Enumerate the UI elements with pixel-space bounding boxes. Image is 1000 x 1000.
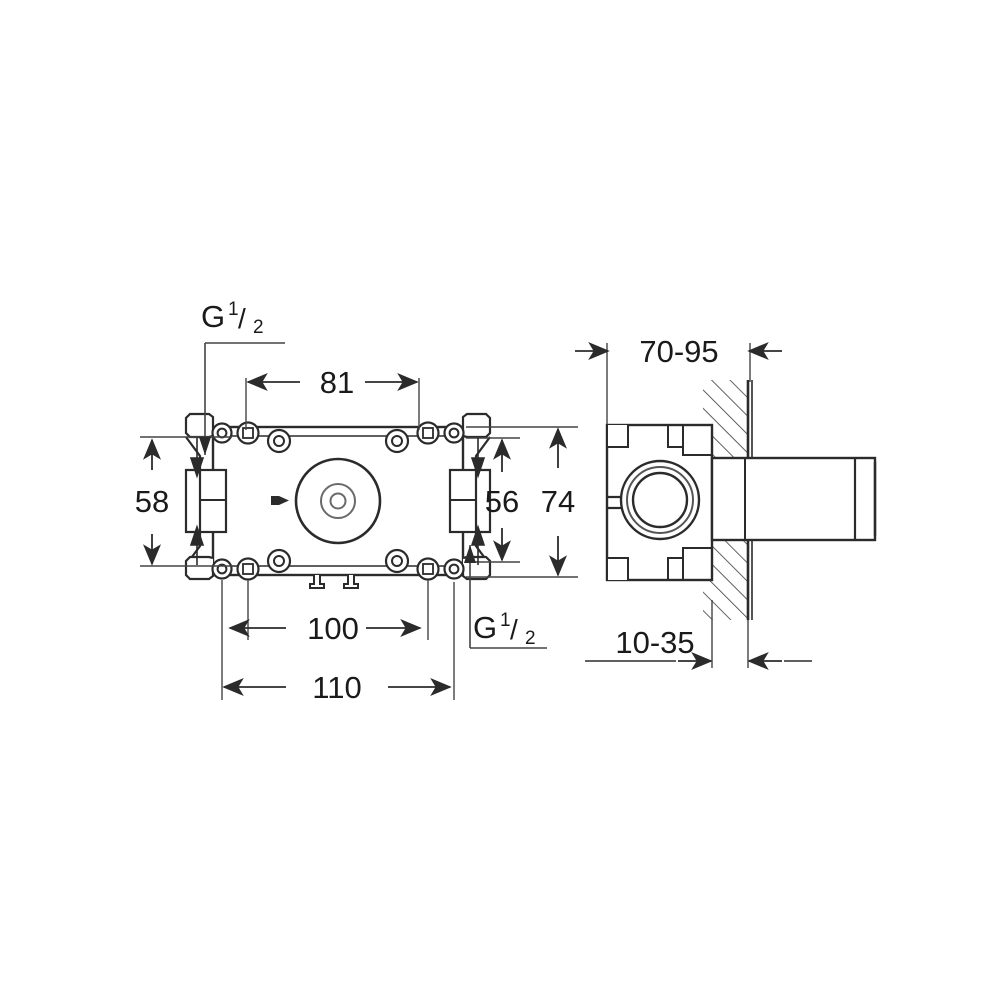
fastener-boss bbox=[236, 421, 260, 445]
thread-top-arrow bbox=[199, 437, 211, 455]
dim-58-inner-arrows-right bbox=[470, 438, 486, 565]
bracket-right-top-tab bbox=[461, 412, 492, 439]
thread-top-numerator: 1 bbox=[228, 299, 239, 320]
thread-callout-top: G 1 / 2 bbox=[199, 299, 285, 455]
dimension-81: 81 bbox=[246, 365, 419, 400]
thread-bottom-denominator: 2 bbox=[525, 628, 536, 649]
dim-58-inner-arrows bbox=[189, 438, 205, 565]
bottom-outlet-nozzles bbox=[309, 575, 359, 589]
nozzle-left bbox=[309, 575, 325, 589]
dimension-100: 100 bbox=[228, 611, 422, 646]
bracket-left-bottom-tab bbox=[184, 555, 215, 581]
side-bottom-left-notch bbox=[606, 557, 629, 580]
nozzle-right bbox=[343, 575, 359, 589]
side-ring-inner bbox=[631, 471, 689, 529]
fastener-boss bbox=[211, 558, 233, 580]
dimension-110: 110 bbox=[222, 670, 452, 705]
thread-top-leader-line bbox=[204, 342, 285, 455]
dimension-70-95: 70-95 bbox=[575, 334, 782, 369]
side-section-view: 70-95 10-35 bbox=[575, 334, 877, 670]
dimension-74: 74 bbox=[541, 427, 575, 577]
front-extension-lines bbox=[140, 378, 578, 700]
dim-110-value: 110 bbox=[312, 670, 361, 705]
dim-58-value: 58 bbox=[135, 484, 169, 519]
cartridge-seat bbox=[294, 457, 382, 545]
fastener-boss bbox=[416, 421, 440, 445]
side-body-block bbox=[605, 423, 714, 582]
thread-bottom-numerator: 1 bbox=[500, 610, 511, 631]
nipple-body bbox=[710, 456, 877, 542]
bracket-left-top-tab bbox=[184, 412, 215, 439]
dimension-58: 58 bbox=[135, 438, 169, 566]
outlet-nipple bbox=[710, 456, 877, 542]
fastener-group-bottom bbox=[211, 548, 465, 581]
dimension-10-35: 10-35 bbox=[585, 625, 812, 670]
thread-bottom-arrow bbox=[464, 545, 476, 563]
fastener-group-top bbox=[211, 421, 465, 454]
thread-bottom-slash: / bbox=[510, 614, 518, 645]
fastener-boss bbox=[211, 422, 233, 444]
thread-callout-bottom: G 1 / 2 bbox=[464, 545, 547, 649]
fastener-boss bbox=[384, 548, 410, 574]
dimension-56: 56 bbox=[485, 438, 519, 562]
thread-top-slash: / bbox=[238, 303, 246, 334]
dim-56-value: 56 bbox=[485, 484, 519, 519]
side-top-left-notch bbox=[606, 425, 629, 448]
fastener-boss bbox=[416, 557, 440, 581]
dim-100-value: 100 bbox=[307, 611, 359, 646]
dim-81-value: 81 bbox=[320, 365, 354, 400]
fastener-boss bbox=[384, 428, 410, 454]
cartridge-bore-circle bbox=[329, 492, 347, 510]
side-lower-step bbox=[667, 547, 712, 580]
fastener-boss bbox=[266, 428, 292, 454]
thread-bottom-prefix: G bbox=[473, 610, 497, 645]
dim-74-value: 74 bbox=[541, 484, 575, 519]
fastener-boss bbox=[236, 557, 260, 581]
dim-1035-value: 10-35 bbox=[615, 625, 694, 660]
thread-top-prefix: G bbox=[201, 299, 225, 334]
fastener-boss bbox=[266, 548, 292, 574]
side-upper-step bbox=[667, 425, 712, 456]
flow-direction-icon bbox=[271, 496, 289, 505]
thread-top-denominator: 2 bbox=[253, 317, 264, 338]
fastener-boss bbox=[443, 422, 465, 444]
fastener-boss bbox=[443, 558, 465, 580]
front-view: G 1 / 2 G 1 / 2 81 bbox=[135, 299, 578, 705]
dim-7095-value: 70-95 bbox=[639, 334, 718, 369]
